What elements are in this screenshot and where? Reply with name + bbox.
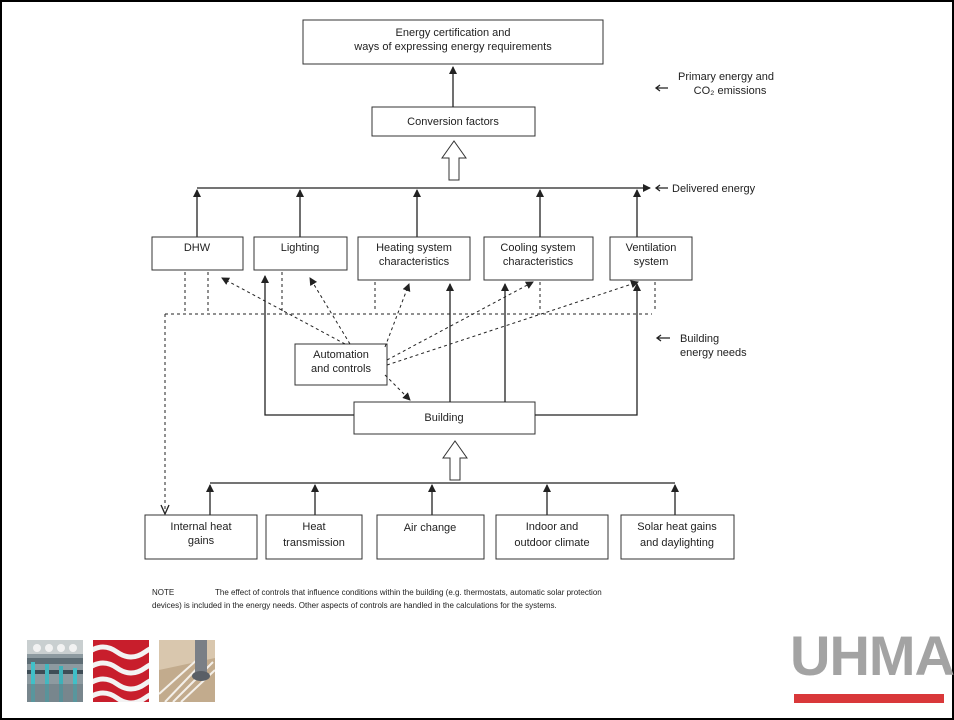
air-change-box: Air change bbox=[376, 514, 485, 560]
svg-text:NOTE: NOTE bbox=[152, 588, 174, 597]
svg-text:and daylighting: and daylighting bbox=[640, 537, 714, 549]
svg-text:Indoor and: Indoor and bbox=[526, 521, 579, 533]
svg-text:Heating system: Heating system bbox=[376, 242, 452, 254]
dashed-auto-to-cooling bbox=[386, 281, 534, 361]
conversion-factors-box: Conversion factors bbox=[371, 106, 536, 137]
arrowhead-internal-gains bbox=[160, 504, 170, 516]
heat-transmission-box: Heat transmission bbox=[265, 514, 363, 560]
cooling-system-box: Cooling system characteristics bbox=[483, 236, 594, 281]
indoor-outdoor-climate-box: Indoor and outdoor climate bbox=[495, 514, 609, 560]
svg-text:Conversion factors: Conversion factors bbox=[407, 116, 499, 128]
svg-text:CO₂ emissions: CO₂ emissions bbox=[694, 85, 767, 97]
energy-certification-box: Energy certification and ways of express… bbox=[302, 19, 604, 65]
lighting-box: Lighting bbox=[253, 236, 348, 271]
svg-text:characteristics: characteristics bbox=[503, 256, 574, 268]
floor-installation-photo bbox=[159, 640, 215, 702]
svg-text:ways of expressing energy requ: ways of expressing energy requirements bbox=[353, 41, 552, 53]
svg-text:energy needs: energy needs bbox=[680, 347, 747, 359]
dashed-auto-to-lighting bbox=[309, 277, 351, 345]
svg-text:The effect of controls that in: The effect of controls that influence co… bbox=[215, 588, 602, 597]
svg-text:Cooling system: Cooling system bbox=[500, 242, 575, 254]
svg-text:Building: Building bbox=[680, 333, 719, 345]
svg-text:Air change: Air change bbox=[404, 522, 457, 534]
svg-text:system: system bbox=[634, 256, 669, 268]
dashed-auto-to-dhw bbox=[221, 277, 346, 345]
svg-text:DHW: DHW bbox=[184, 242, 211, 254]
building-box: Building bbox=[353, 401, 536, 435]
internal-heat-gains-box: Internal heat gains bbox=[144, 514, 258, 560]
svg-text:outdoor climate: outdoor climate bbox=[514, 537, 589, 549]
svg-text:Energy certification and: Energy certification and bbox=[396, 27, 511, 39]
underfloor-pipes-photo bbox=[27, 640, 83, 702]
heating-system-box: Heating system characteristics bbox=[357, 236, 471, 281]
red-heating-pipes-photo bbox=[93, 640, 149, 702]
svg-text:Lighting: Lighting bbox=[281, 242, 320, 254]
dashed-auto-to-heating bbox=[384, 283, 411, 348]
uhma-logo-bar bbox=[794, 694, 944, 703]
svg-text:Heat: Heat bbox=[302, 521, 325, 533]
automation-controls-box: Automation and controls bbox=[294, 343, 388, 386]
svg-text:Ventilation: Ventilation bbox=[626, 242, 677, 254]
ventilation-system-box: Ventilation system bbox=[609, 236, 693, 281]
svg-text:and controls: and controls bbox=[311, 363, 371, 375]
delivered-energy-label: Delivered energy bbox=[654, 183, 756, 195]
svg-text:Automation: Automation bbox=[313, 349, 369, 361]
arrow-building-to-ventilation bbox=[535, 283, 641, 416]
svg-text:devices) is included in the en: devices) is included in the energy needs… bbox=[152, 601, 557, 610]
svg-text:Internal heat: Internal heat bbox=[170, 521, 231, 533]
svg-text:transmission: transmission bbox=[283, 537, 345, 549]
diagram-note: NOTE The effect of controls that influen… bbox=[152, 588, 602, 610]
uhma-logo: UHMA bbox=[790, 624, 954, 687]
svg-text:gains: gains bbox=[188, 535, 215, 547]
primary-energy-label: Primary energy and CO₂ emissions bbox=[654, 71, 774, 97]
dashed-auto-to-ventilation bbox=[386, 280, 639, 366]
solar-heat-gains-box: Solar heat gains and daylighting bbox=[620, 514, 735, 560]
svg-text:Delivered energy: Delivered energy bbox=[672, 183, 756, 195]
svg-text:Solar heat gains: Solar heat gains bbox=[637, 521, 717, 533]
hollow-arrow-delivered bbox=[441, 140, 467, 181]
hollow-arrow-building bbox=[442, 440, 468, 481]
dashed-auto-to-building bbox=[384, 374, 411, 401]
arrow-building-to-lighting bbox=[261, 275, 354, 416]
building-needs-label: Building energy needs bbox=[655, 333, 747, 359]
svg-text:Primary energy and: Primary energy and bbox=[678, 71, 774, 83]
dhw-box: DHW bbox=[151, 236, 244, 271]
svg-text:Building: Building bbox=[424, 412, 463, 424]
svg-text:characteristics: characteristics bbox=[379, 256, 450, 268]
